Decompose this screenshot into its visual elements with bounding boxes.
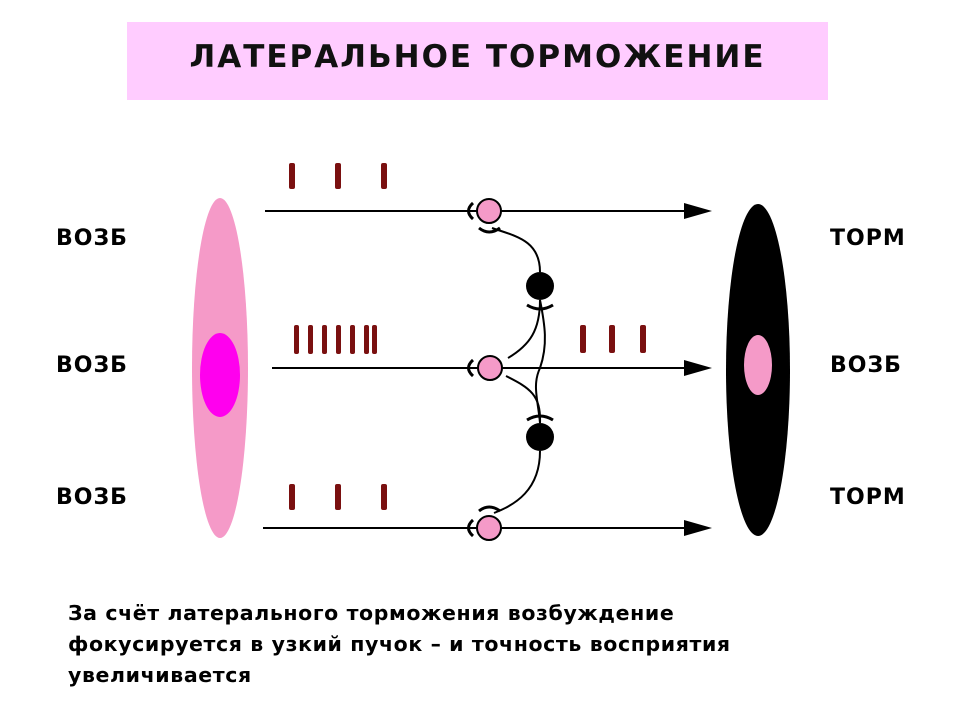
inhibitory-neuron-upper [526,272,554,311]
page-title: ЛАТЕРАЛЬНОЕ ТОРМОЖЕНИЕ [189,39,766,75]
synapse-top [467,198,502,234]
right-label-bottom: ТОРМ [830,485,906,510]
left-label-middle: ВОЗБ [56,353,128,378]
right-label-middle: ВОЗБ [830,353,902,378]
caption-line-3: увеличивается [68,663,252,687]
spike-train-middle-input [294,325,377,354]
synapse-bottom [467,505,502,541]
caption-line-2: фокусируется в узкий пучок – и точность … [68,632,731,656]
left-label-top: ВОЗБ [56,226,128,251]
axon-bottom [263,520,712,536]
spike-train-top-input [289,163,387,189]
spike-train-middle-output [580,325,646,353]
synapse-middle [467,355,503,381]
spike-train-bottom-input [289,484,387,510]
left-excitation-core [200,333,240,417]
left-label-bottom: ВОЗБ [56,485,128,510]
right-excitation-core [744,335,772,395]
title-banner: ЛАТЕРАЛЬНОЕ ТОРМОЖЕНИЕ [127,22,828,100]
inhibitory-neuron-lower [526,414,554,451]
caption: За счёт латерального торможения возбужде… [68,598,928,691]
caption-line-1: За счёт латерального торможения возбужде… [68,601,675,625]
right-label-top: ТОРМ [830,226,906,251]
